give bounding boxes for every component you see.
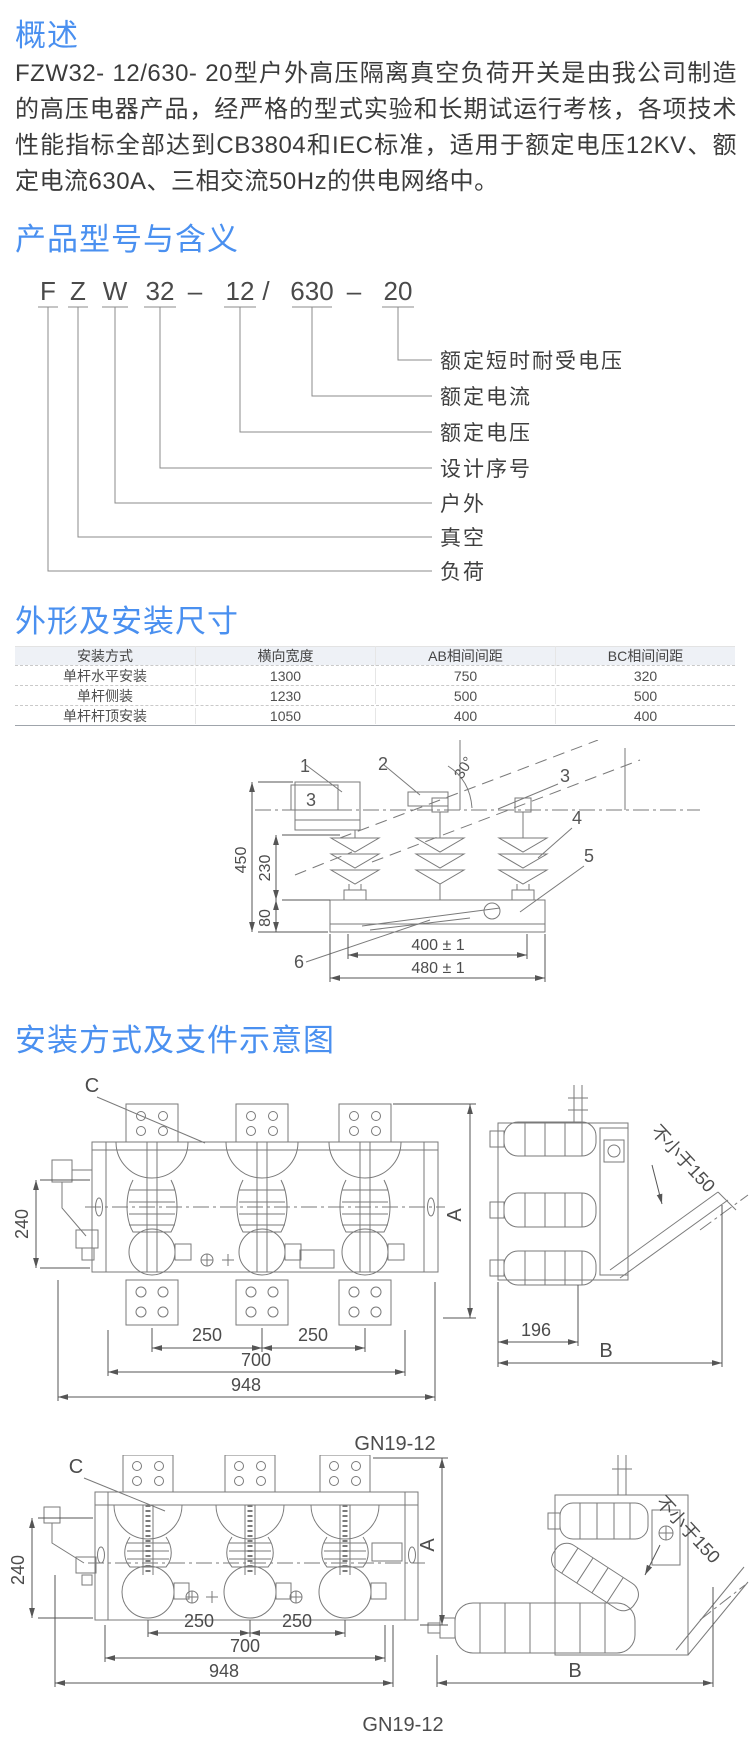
table-cell: 1300	[195, 667, 375, 684]
model-label: 户外	[440, 493, 486, 516]
model-token: /	[262, 276, 270, 306]
model-token: Z	[70, 276, 86, 306]
fig1-dim-196: 196	[521, 1320, 551, 1340]
model-token: F	[40, 276, 56, 306]
dim-400: 400 ± 1	[411, 937, 464, 954]
outline-dimension-lines	[249, 781, 546, 982]
callout-5: 5	[584, 846, 594, 866]
fig1-side-view	[489, 1085, 749, 1286]
model-ladder-lines	[38, 306, 432, 572]
fig2-side-view	[427, 1455, 749, 1656]
fig2-dim-b: B	[568, 1660, 581, 1682]
fig2-dim-240: 240	[8, 1555, 28, 1585]
table-cell: 单杆水平安装	[63, 667, 147, 684]
model-token: –	[188, 276, 203, 306]
fig2-label-c: C	[69, 1456, 83, 1478]
dim-230: 230	[257, 855, 274, 882]
fig1-dim-700: 700	[241, 1350, 271, 1370]
model-section-heading: 产品型号与含义	[15, 222, 239, 257]
model-token: –	[347, 276, 362, 306]
fig2-front-view	[43, 1455, 425, 1621]
angle-label: 30°	[451, 754, 477, 782]
model-token: W	[103, 276, 128, 306]
fig2-dim-250a: 250	[184, 1611, 214, 1631]
table-cell: 单杆侧装	[77, 687, 133, 704]
fig2-dim-948: 948	[209, 1661, 239, 1681]
fig2-dim-a: A	[417, 1538, 439, 1552]
fig1-dim-240: 240	[12, 1209, 32, 1239]
fig1-caption: GN19-12	[354, 1433, 435, 1455]
dimensions-section-heading: 外形及安装尺寸	[15, 604, 239, 639]
fig1-dim-250a: 250	[192, 1325, 222, 1345]
callout-2: 2	[378, 754, 388, 774]
model-label: 真空	[440, 527, 486, 550]
model-label: 额定短时耐受电压	[440, 350, 624, 373]
table-header-cell: BC相间间距	[555, 646, 735, 666]
fig1-front-view	[51, 1096, 445, 1326]
callout-1: 1	[300, 756, 310, 776]
dim-80: 80	[257, 909, 274, 927]
table-header-row: 安装方式 横向宽度 AB相间间距 BC相间间距	[15, 646, 735, 666]
dimensions-table: 安装方式 横向宽度 AB相间间距 BC相间间距 单杆水平安装 1300 750 …	[15, 646, 735, 726]
callout-4: 4	[572, 808, 582, 828]
fig1-dim-b: B	[599, 1340, 612, 1362]
model-ladder-diagram: F Z W 32 – 12 / 630 – 20 额定短时	[38, 276, 624, 584]
model-token: 12	[226, 276, 255, 306]
table-cell: 1050	[195, 707, 375, 724]
callout-3: 3	[560, 766, 570, 786]
table-cell: 400	[555, 707, 735, 724]
table-row: 单杆水平安装 1300 750 320	[15, 665, 735, 685]
table-header-cell: 横向宽度	[195, 646, 375, 666]
overview-paragraph: FZW32- 12/630- 20型户外高压隔离真空负荷开关是由我公司制造的高压…	[15, 60, 737, 195]
model-token: 630	[290, 276, 333, 306]
installation-drawing-2: C 240 A 250 250 700 948 B 不小于150 GN19-12	[8, 1455, 749, 1736]
fig2-dim-700: 700	[230, 1636, 260, 1656]
table-cell: 320	[555, 667, 735, 684]
outline-dimension-drawing: 1 2 3 3 4 5 6 30° 450 230 80 400 ± 1 480…	[233, 740, 700, 982]
outline-drawing-lines	[255, 740, 700, 963]
table-row: 单杆侧装 1230 500 500	[15, 685, 735, 705]
fig1-dim-250b: 250	[298, 1325, 328, 1345]
dim-480: 480 ± 1	[411, 960, 464, 977]
table-cell: 400	[375, 707, 555, 724]
fig1-dim-a: A	[444, 1208, 466, 1222]
fig1-dim-948: 948	[231, 1375, 261, 1395]
fig1-label-c: C	[85, 1075, 99, 1097]
fig2-caption: GN19-12	[362, 1714, 443, 1736]
callout-3-box: 3	[306, 790, 316, 810]
overview-heading: 概述	[15, 18, 79, 53]
model-token: 32	[146, 276, 175, 306]
installation-section-heading: 安装方式及支件示意图	[15, 1023, 335, 1058]
fig1-note: 不小于150	[647, 1121, 719, 1196]
table-cell: 单杆杆顶安装	[63, 707, 147, 724]
fig2-dimensions	[29, 1457, 714, 1687]
model-label: 设计序号	[440, 458, 532, 481]
table-cell: 500	[555, 687, 735, 704]
table-cell: 1230	[195, 687, 375, 704]
fig2-dim-250b: 250	[282, 1611, 312, 1631]
table-cell: 500	[375, 687, 555, 704]
fig1-dimensions	[33, 1103, 723, 1401]
table-cell: 750	[375, 667, 555, 684]
callout-6: 6	[294, 952, 304, 972]
model-token: 20	[384, 276, 413, 306]
dim-450: 450	[233, 847, 250, 874]
model-label: 额定电压	[440, 422, 532, 445]
model-label: 额定电流	[440, 386, 532, 409]
table-header-cell: 安装方式	[77, 648, 133, 664]
model-label: 负荷	[440, 561, 486, 584]
table-row: 单杆杆顶安装 1050 400 400	[15, 705, 735, 725]
table-header-cell: AB相间间距	[375, 646, 555, 666]
installation-drawing-1: C 240 A 250 250 700 948 196 B 不小于150 GN1…	[12, 1075, 749, 1455]
